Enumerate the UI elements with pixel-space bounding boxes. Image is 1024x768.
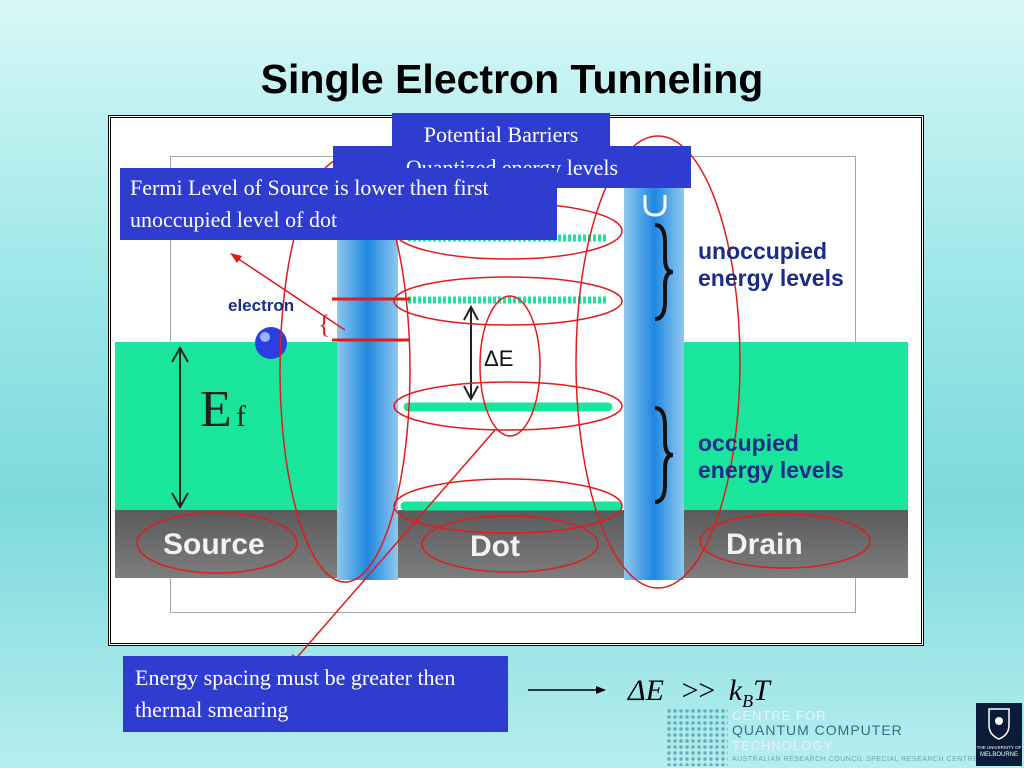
potential-barriers-callout: Potential Barriers: [392, 113, 610, 153]
unoccupied-label-2: energy levels: [698, 265, 844, 291]
university-line1: THE UNIVERSITY OF: [976, 745, 1022, 750]
dot-label: Dot: [470, 530, 520, 563]
left-barrier: [337, 180, 398, 580]
fermi-level-callout: Fermi Level of Source is lower then firs…: [120, 168, 557, 240]
drain-base: [684, 510, 908, 578]
drain-fermi-sea: [684, 342, 908, 510]
cqct-dot-grid-icon: [666, 708, 728, 766]
formula-operator: >>: [681, 674, 716, 707]
energy-spacing-callout: Energy spacing must be greater then ther…: [123, 656, 508, 732]
ef-subscript: f: [236, 400, 246, 433]
electron-label: electron: [228, 296, 294, 315]
cqct-line4: AUSTRALIAN RESEARCH COUNCIL SPECIAL RESE…: [732, 756, 979, 763]
drain-label: Drain: [726, 528, 803, 561]
electron-sphere: [255, 327, 287, 359]
formula-t: T: [753, 674, 770, 707]
source-label: Source: [163, 528, 265, 561]
university-crest: THE UNIVERSITY OF MELBOURNE: [976, 703, 1022, 766]
formula-delta-e: ΔE: [628, 674, 664, 707]
right-barrier: [624, 180, 684, 580]
formula-k: k: [728, 674, 743, 707]
red-brace: {: [318, 310, 330, 339]
formula-subscript: B: [742, 691, 754, 711]
slide-title: Single Electron Tunneling: [260, 56, 764, 102]
occupied-label-2: energy levels: [698, 457, 844, 483]
university-line2: MELBOURNE: [979, 752, 1018, 758]
source-fermi-sea: [115, 342, 337, 510]
delta-e-label: ΔE: [484, 346, 513, 371]
cqct-logo: CENTRE FOR QUANTUM COMPUTER TECHNOLOGY A…: [666, 708, 978, 766]
cqct-line2: QUANTUM COMPUTER: [732, 722, 903, 738]
cqct-line3: TECHNOLOGY: [732, 738, 834, 753]
crest-shield-icon: [988, 708, 1010, 740]
ef-label: E: [200, 381, 232, 438]
occupied-label-1: occupied: [698, 430, 799, 456]
dot-base: [398, 510, 624, 578]
cqct-line1: CENTRE FOR: [732, 708, 827, 723]
unoccupied-label-1: unoccupied: [698, 238, 827, 264]
tunneling-condition-formula: ΔE >> kBT: [628, 674, 770, 712]
